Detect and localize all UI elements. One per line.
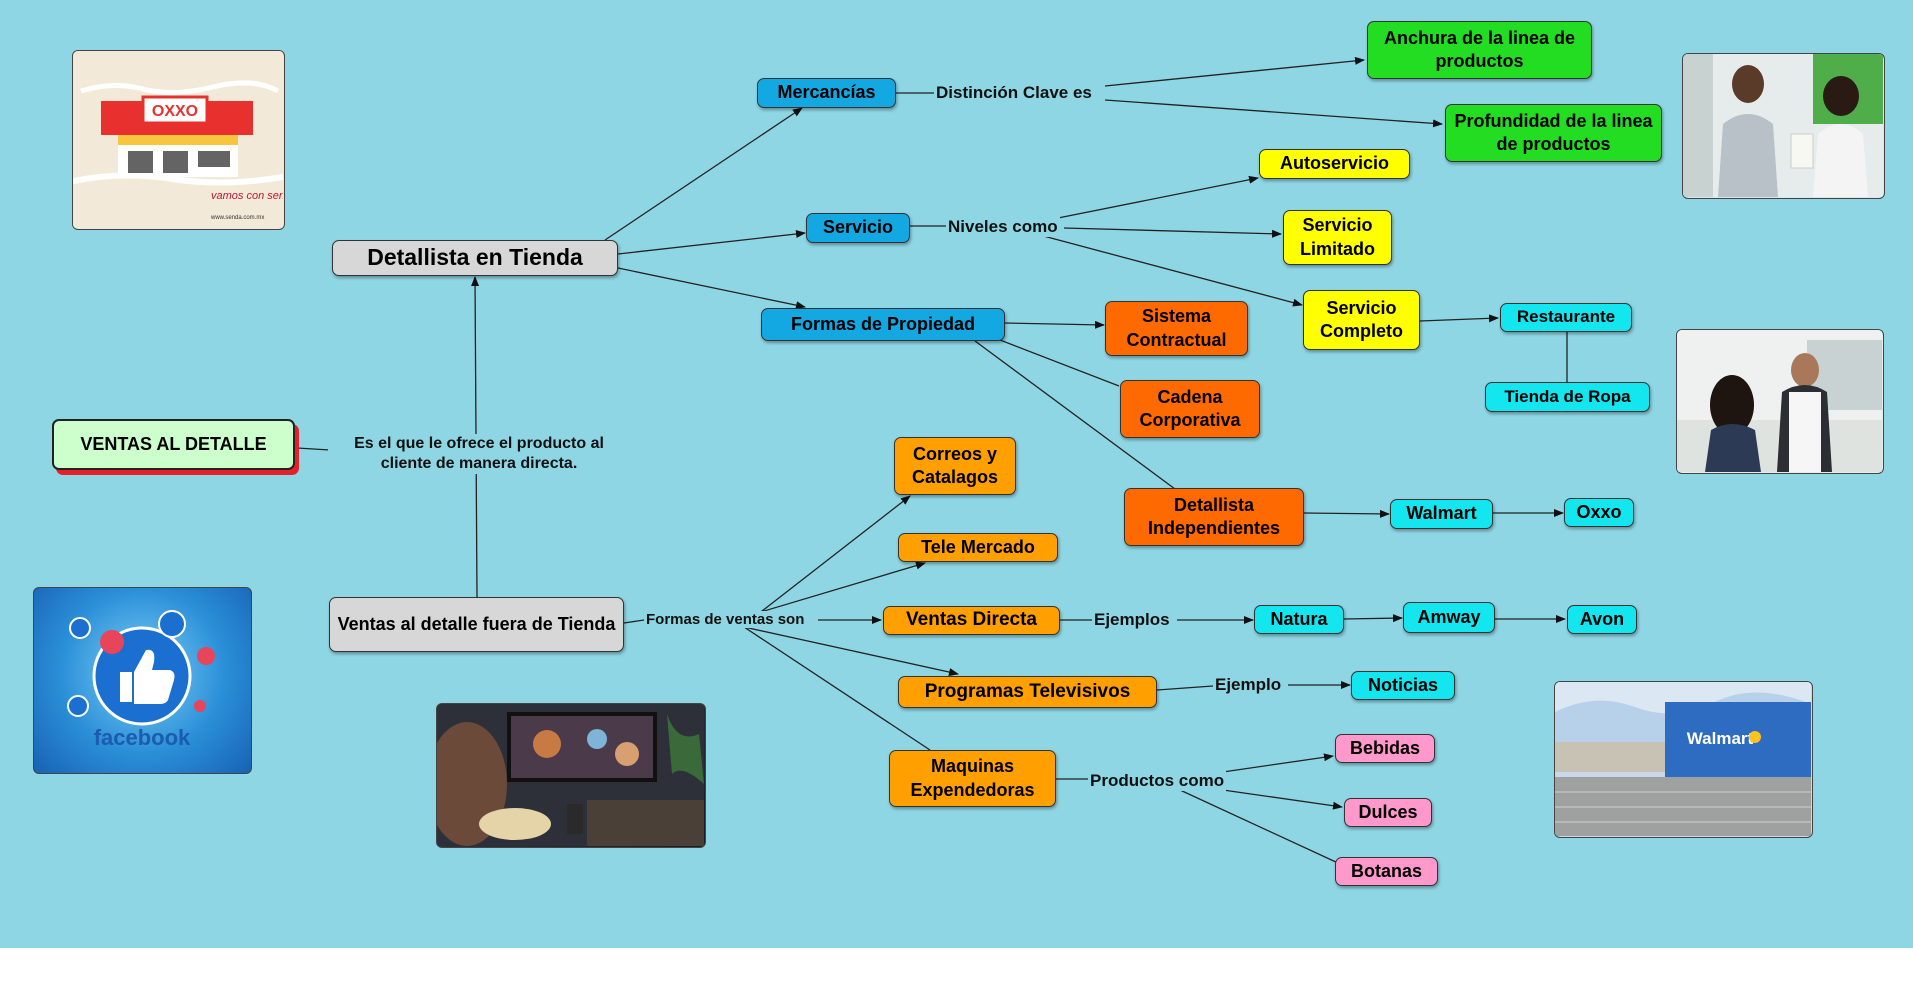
node-avon[interactable]: Avon: [1567, 605, 1637, 634]
label-formas-ventas: Formas de ventas son: [644, 611, 807, 628]
node-programas-televisivos[interactable]: Programas Televisivos: [898, 676, 1157, 708]
oxxo-logo-text: OXXO: [152, 103, 198, 120]
node-restaurante[interactable]: Restaurante: [1500, 303, 1632, 332]
facebook-logo-text: facebook: [94, 725, 191, 750]
restaurant-waiter-image: [1676, 329, 1884, 474]
node-detallista-independientes[interactable]: Detallista Independientes: [1124, 488, 1304, 546]
label-ejemplos: Ejemplos: [1092, 610, 1172, 630]
connector-lines: [296, 56, 1568, 864]
node-bebidas[interactable]: Bebidas: [1335, 734, 1435, 763]
node-autoservicio[interactable]: Autoservicio: [1259, 149, 1410, 179]
facebook-image: facebook: [33, 587, 252, 774]
senda-url-text: www.senda.com.mx: [210, 215, 264, 221]
node-natura[interactable]: Natura: [1254, 605, 1344, 634]
node-profundidad-linea[interactable]: Profundidad de la linea de productos: [1445, 104, 1662, 162]
node-cadena-corporativa[interactable]: Cadena Corporativa: [1120, 380, 1260, 438]
store-attendant-image: [1682, 53, 1885, 199]
label-productos-como: Productos como: [1088, 771, 1227, 791]
mind-map-canvas: OXXO vamos con senda www.senda.com.mx fa…: [0, 0, 1913, 948]
label-definicion: Es el que le ofrece el producto al clien…: [328, 434, 630, 474]
node-mercancias[interactable]: Mercancías: [757, 78, 896, 108]
label-distincion: Distinción Clave es: [934, 83, 1094, 103]
node-maquinas-expendedoras[interactable]: Maquinas Expendedoras: [889, 750, 1056, 807]
node-correos-catalagos[interactable]: Correos y Catalagos: [894, 437, 1016, 495]
node-oxxo[interactable]: Oxxo: [1564, 498, 1634, 527]
senda-logo-text: vamos con senda: [211, 190, 283, 202]
node-noticias[interactable]: Noticias: [1351, 671, 1455, 700]
node-detallista-en-tienda[interactable]: Detallista en Tienda: [332, 240, 618, 276]
walmart-store-image: Walmart: [1554, 681, 1813, 838]
node-servicio-completo[interactable]: Servicio Completo: [1303, 290, 1420, 350]
node-sistema-contractual[interactable]: Sistema Contractual: [1105, 301, 1248, 356]
walmart-sign-text: Walmart: [1687, 729, 1754, 748]
node-botanas[interactable]: Botanas: [1335, 857, 1438, 886]
node-tele-mercado[interactable]: Tele Mercado: [898, 533, 1058, 562]
node-servicio[interactable]: Servicio: [806, 213, 910, 243]
node-anchura-linea[interactable]: Anchura de la linea de productos: [1367, 21, 1592, 79]
node-tienda-de-ropa[interactable]: Tienda de Ropa: [1485, 382, 1650, 412]
tv-watching-image: [436, 703, 706, 848]
node-servicio-limitado[interactable]: Servicio Limitado: [1283, 210, 1392, 265]
node-dulces[interactable]: Dulces: [1344, 798, 1432, 827]
label-niveles: Niveles como: [946, 217, 1060, 237]
node-ventas-al-detalle[interactable]: VENTAS AL DETALLE: [52, 419, 295, 470]
label-ejemplo: Ejemplo: [1213, 675, 1284, 695]
node-walmart[interactable]: Walmart: [1390, 499, 1493, 529]
node-amway[interactable]: Amway: [1403, 602, 1495, 633]
node-ventas-directa[interactable]: Ventas Directa: [883, 606, 1060, 635]
oxxo-store-image: OXXO vamos con senda www.senda.com.mx: [72, 50, 285, 230]
node-formas-de-propiedad[interactable]: Formas de Propiedad: [761, 308, 1005, 341]
node-ventas-fuera-de-tienda[interactable]: Ventas al detalle fuera de Tienda: [329, 597, 624, 652]
